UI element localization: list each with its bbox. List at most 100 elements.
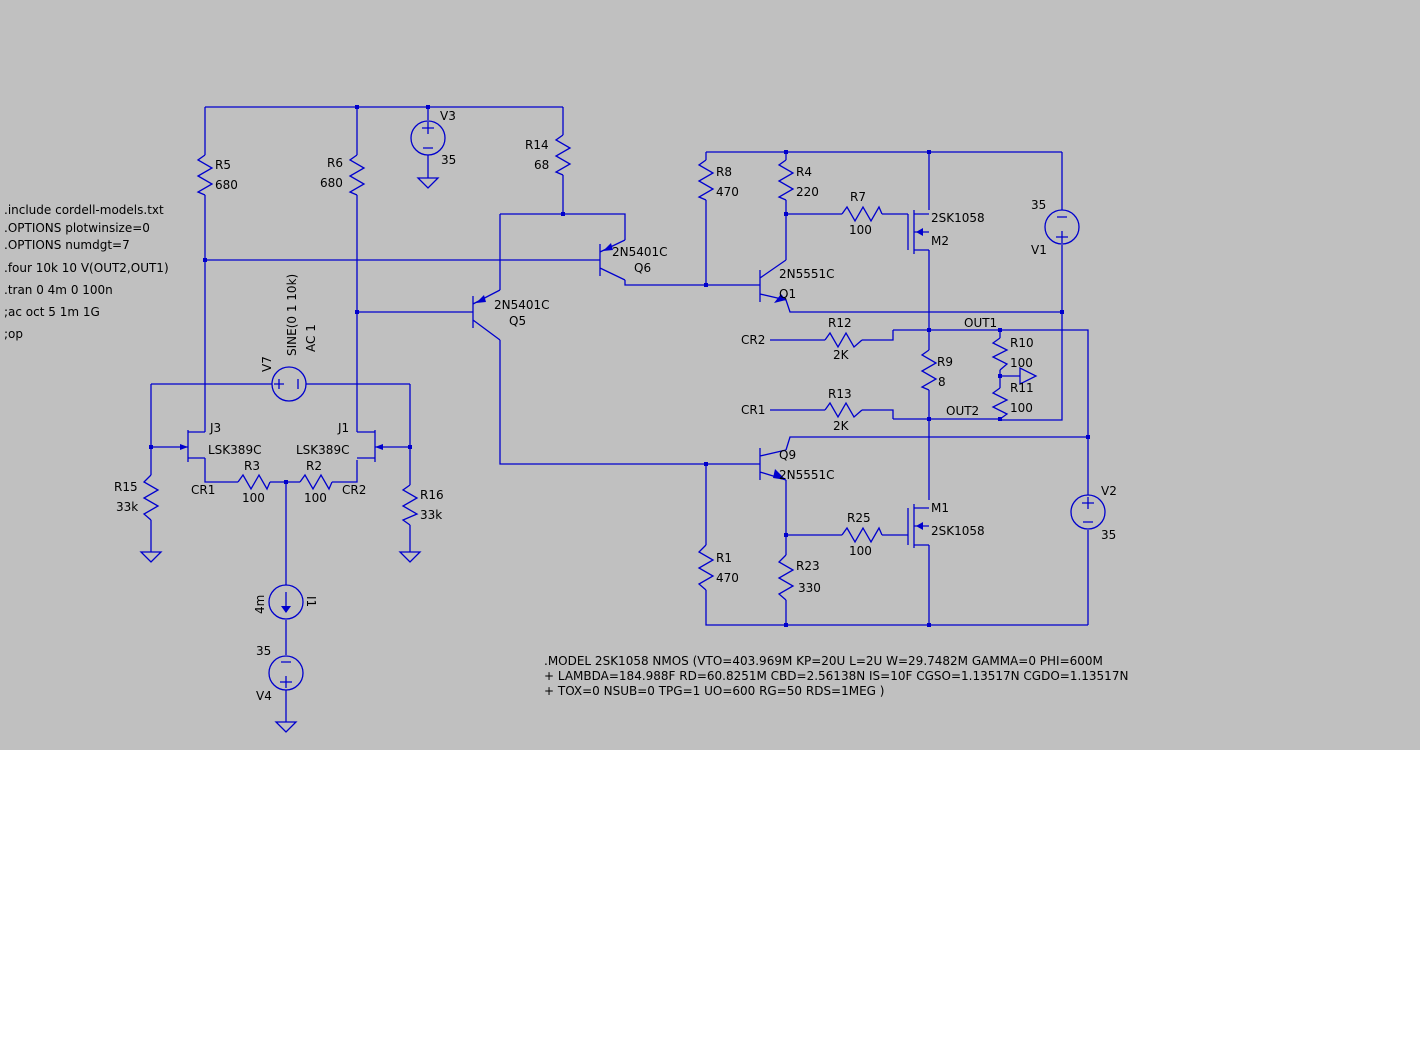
resistor-r14 — [554, 134, 572, 176]
label-r25-name: R25 — [847, 511, 871, 525]
resistor-r4 — [777, 159, 795, 201]
schematic-drawing: .include cordell-models.txt .OPTIONS plo… — [4, 105, 1128, 733]
label-r15-name: R15 — [114, 480, 138, 494]
label-r8-name: R8 — [716, 165, 732, 179]
label-v4-value: 35 — [256, 644, 271, 658]
label-r1-value: 470 — [716, 571, 739, 585]
resistor-r12 — [824, 331, 863, 349]
label-v7-value: SINE(0 1 10k) — [285, 274, 299, 356]
label-r1-name: R1 — [716, 551, 732, 565]
label-out2-net: OUT2 — [946, 404, 979, 418]
label-v3-value: 35 — [441, 153, 456, 167]
resistor-r11 — [991, 387, 1009, 420]
resistor-r2 — [299, 473, 333, 491]
label-v3-name: V3 — [440, 109, 456, 123]
source-symbols — [268, 120, 1106, 691]
directive-line: .OPTIONS plotwinsize=0 — [4, 221, 150, 235]
ground-symbols — [139, 177, 1038, 733]
label-m1-model: 2SK1058 — [931, 524, 985, 538]
label-r23-value: 330 — [798, 581, 821, 595]
resistor-r13 — [824, 401, 863, 419]
voltage-source-v4 — [268, 655, 304, 691]
label-r9-name: R9 — [937, 355, 953, 369]
label-r10-value: 100 — [1010, 356, 1033, 370]
voltage-source-v7 — [271, 366, 307, 402]
label-q1-name: Q1 — [779, 287, 796, 301]
label-q5-model: 2N5401C — [494, 298, 550, 312]
label-r3-name: R3 — [244, 459, 260, 473]
label-r10-name: R10 — [1010, 336, 1034, 350]
label-i1-name: I1 — [304, 596, 318, 607]
directive-text: .include cordell-models.txt .OPTIONS plo… — [4, 203, 169, 341]
label-r4-value: 220 — [796, 185, 819, 199]
label-q6-name: Q6 — [634, 261, 651, 275]
label-r7-name: R7 — [850, 190, 866, 204]
label-r14-value: 68 — [534, 158, 549, 172]
model-line: + TOX=0 NSUB=0 TPG=1 UO=600 RG=50 RDS=1M… — [544, 684, 884, 698]
label-r2-value: 100 — [304, 491, 327, 505]
resistor-r7 — [841, 205, 883, 223]
label-r13-value: 2K — [833, 419, 850, 433]
label-r4-name: R4 — [796, 165, 812, 179]
label-i1-value: 4m — [253, 595, 267, 614]
label-r3-value: 100 — [242, 491, 265, 505]
voltage-source-v3 — [410, 120, 446, 156]
resistor-r15 — [142, 474, 160, 521]
label-r14-name: R14 — [525, 138, 549, 152]
directive-line: ;ac oct 5 1m 1G — [4, 305, 100, 319]
label-j1-name: J1 — [337, 421, 349, 435]
label-r7-value: 100 — [849, 223, 872, 237]
resistor-r3 — [237, 473, 271, 491]
label-m2-name: M2 — [931, 234, 949, 248]
label-m2-model: 2SK1058 — [931, 211, 985, 225]
resistor-r1 — [697, 544, 715, 591]
label-v1-name: V1 — [1031, 243, 1047, 257]
label-cr2-net: CR2 — [741, 333, 765, 347]
label-r11-value: 100 — [1010, 401, 1033, 415]
resistor-r16 — [401, 484, 419, 526]
label-q1-model: 2N5551C — [779, 267, 835, 281]
component-labels: R5 680 R6 680 V3 35 R14 68 R8 470 R4 220… — [114, 109, 1117, 703]
label-r13-name: R13 — [828, 387, 852, 401]
schematic-canvas[interactable]: .include cordell-models.txt .OPTIONS plo… — [0, 0, 1420, 750]
current-source-i1 — [268, 584, 304, 620]
label-r16-name: R16 — [420, 488, 444, 502]
voltage-source-v1 — [1044, 209, 1080, 245]
label-v2-name: V2 — [1101, 484, 1117, 498]
label-r6-name: R6 — [327, 156, 343, 170]
resistor-r8 — [697, 159, 715, 201]
label-r25-value: 100 — [849, 544, 872, 558]
label-q9-name: Q9 — [779, 448, 796, 462]
resistor-r9 — [920, 349, 938, 391]
directive-line: .include cordell-models.txt — [4, 203, 164, 217]
voltage-source-v2 — [1070, 494, 1106, 530]
label-r6-value: 680 — [320, 176, 343, 190]
label-m1-name: M1 — [931, 501, 949, 515]
model-text: .MODEL 2SK1058 NMOS (VTO=403.969M KP=20U… — [544, 654, 1128, 698]
directive-line: .four 10k 10 V(OUT2,OUT1) — [4, 261, 169, 275]
resistor-r23 — [777, 554, 795, 601]
label-j1-model: LSK389C — [296, 443, 349, 457]
label-r12-name: R12 — [828, 316, 852, 330]
label-q9-model: 2N5551C — [779, 468, 835, 482]
label-r5-name: R5 — [215, 158, 231, 172]
resistor-r5 — [196, 154, 214, 196]
label-v4-name: V4 — [256, 689, 272, 703]
label-r12-value: 2K — [833, 348, 850, 362]
label-r16-value: 33k — [420, 508, 442, 522]
label-v7-ac: AC 1 — [304, 324, 318, 352]
label-r11-name: R11 — [1010, 381, 1034, 395]
label-j3-model: LSK389C — [208, 443, 261, 457]
directive-line: .tran 0 4m 0 100n — [4, 283, 113, 297]
label-r9-value: 8 — [938, 375, 946, 389]
resistor-symbols — [142, 134, 1009, 601]
label-v7-name: V7 — [260, 356, 274, 372]
label-cr2-net-left: CR2 — [342, 483, 366, 497]
label-r23-name: R23 — [796, 559, 820, 573]
label-r5-value: 680 — [215, 178, 238, 192]
wires — [150, 106, 1089, 722]
resistor-r6 — [348, 154, 366, 196]
label-v2-value: 35 — [1101, 528, 1116, 542]
label-r15-value: 33k — [116, 500, 138, 514]
resistor-r10 — [991, 337, 1009, 371]
